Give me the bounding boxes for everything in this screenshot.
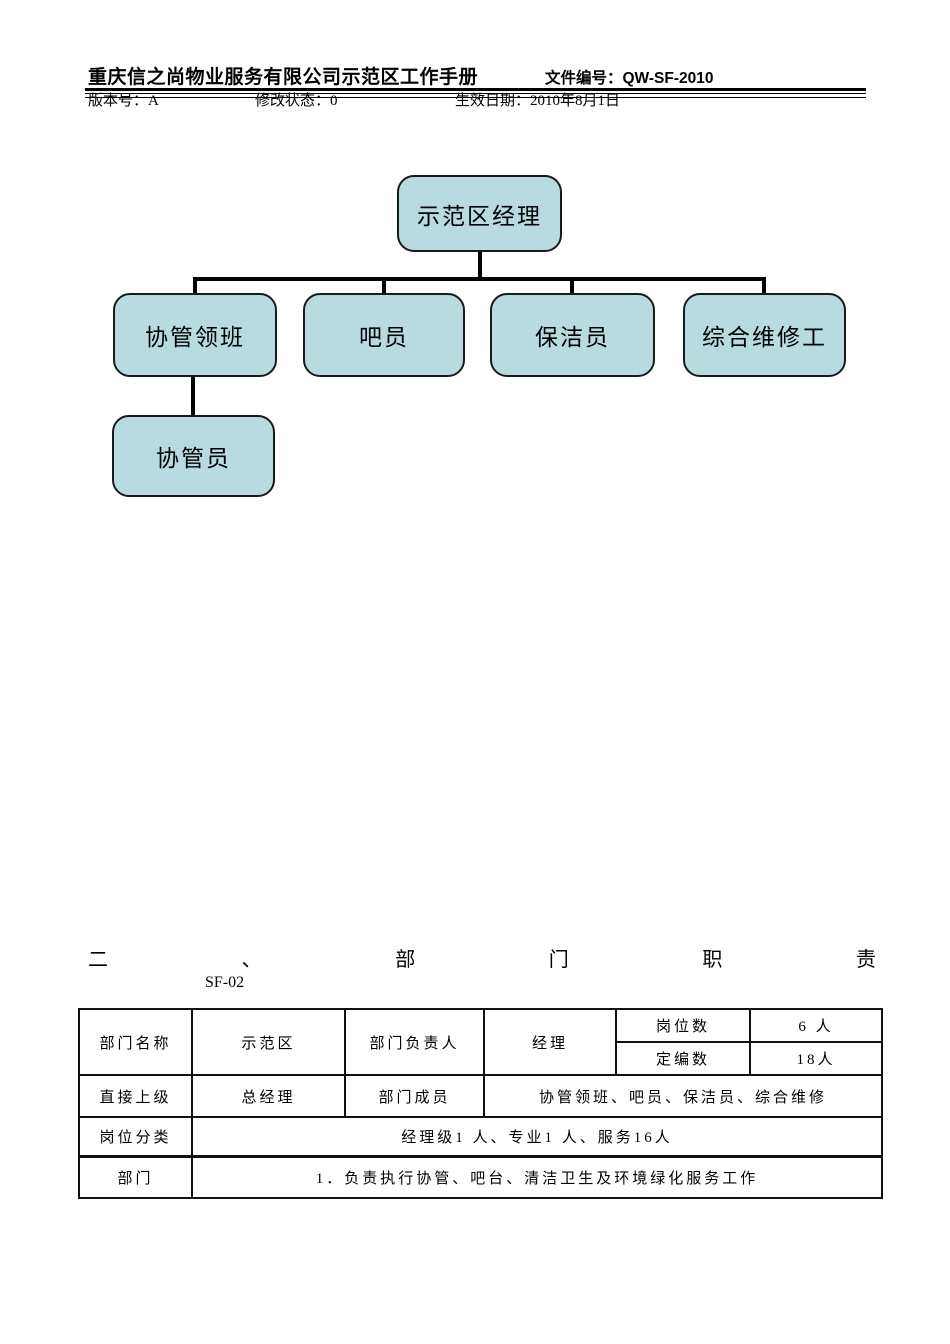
org-box-label: 示范区经理 [417, 203, 542, 229]
connector-line [762, 277, 766, 293]
dept-name-label: 部门名称 [78, 1008, 193, 1076]
connector-line [478, 252, 482, 279]
duty-item-1: 1．负责执行协管、吧台、清洁卫生及环境绿化服务工作 [191, 1154, 883, 1199]
header-underline [85, 88, 866, 91]
org-box-maintenance-worker: 综合维修工 [683, 293, 846, 377]
dept-name-value: 示范区 [191, 1008, 346, 1076]
org-box-label: 吧员 [359, 325, 409, 350]
org-box-cleaner: 保洁员 [490, 293, 655, 377]
classification-label: 岗位分类 [78, 1116, 193, 1157]
manual-title: 重庆信之尚物业服务有限公司示范区工作手册 [88, 67, 479, 88]
connector-line [570, 277, 574, 293]
superior-label: 直接上级 [78, 1074, 193, 1118]
section-title-char: 门 [548, 949, 569, 971]
connector-line [191, 377, 195, 415]
classification-value: 经理级1 人、专业1 人、服务16人 [191, 1116, 883, 1157]
post-count-value: 6 人 [749, 1008, 883, 1043]
post-count-label: 岗位数 [615, 1008, 751, 1043]
connector-line [193, 277, 197, 293]
members-label: 部门成员 [344, 1074, 485, 1118]
members-value: 协管领班、吧员、保洁员、综合维修 [483, 1074, 883, 1118]
section-title-char: 责 [855, 949, 876, 971]
department-table: 部门名称 示范区 部门负责人 经理 岗位数 6 人 定编数 18人 直接上级 总… [78, 1008, 883, 1199]
org-box-bar-staff: 吧员 [303, 293, 465, 377]
duty-section-label: 部门 [78, 1154, 193, 1199]
org-box-foreman: 协管领班 [113, 293, 277, 377]
connector-line [382, 277, 386, 293]
table-row: 部门名称 示范区 部门负责人 经理 岗位数 6 人 [78, 1008, 883, 1076]
headcount-label: 定编数 [615, 1041, 751, 1076]
headcount-value: 18人 [749, 1041, 883, 1076]
dept-head-label: 部门负责人 [344, 1008, 485, 1076]
dept-head-value: 经理 [483, 1008, 617, 1076]
section-title-char: 部 [395, 949, 416, 971]
section-title-char: 二 [88, 949, 108, 971]
org-box-label: 协管领班 [145, 325, 245, 350]
header-double-rule [85, 93, 866, 98]
connector-line [193, 277, 766, 281]
table-row: 部门 1．负责执行协管、吧台、清洁卫生及环境绿化服务工作 [78, 1154, 883, 1199]
table-row: 定编数 18人 [79, 1041, 883, 1076]
section-code: SF-02 [205, 974, 245, 991]
section-title-char: 职 [702, 949, 723, 971]
section-title-char: 、 [241, 949, 262, 971]
org-box-assistant: 协管员 [112, 415, 275, 497]
section-title: 二 、 部 门 职 责 [88, 943, 876, 972]
document-number: 文件编号：QW-SF-2010 [545, 70, 714, 87]
org-box-manager: 示范区经理 [397, 175, 562, 252]
org-box-label: 保洁员 [535, 325, 610, 350]
org-box-label: 综合维修工 [702, 325, 827, 350]
table-row: 直接上级 总经理 部门成员 协管领班、吧员、保洁员、综合维修 [78, 1074, 883, 1118]
org-box-label: 协管员 [156, 446, 231, 471]
superior-value: 总经理 [191, 1074, 346, 1118]
table-row: 岗位分类 经理级1 人、专业1 人、服务16人 [78, 1116, 883, 1157]
